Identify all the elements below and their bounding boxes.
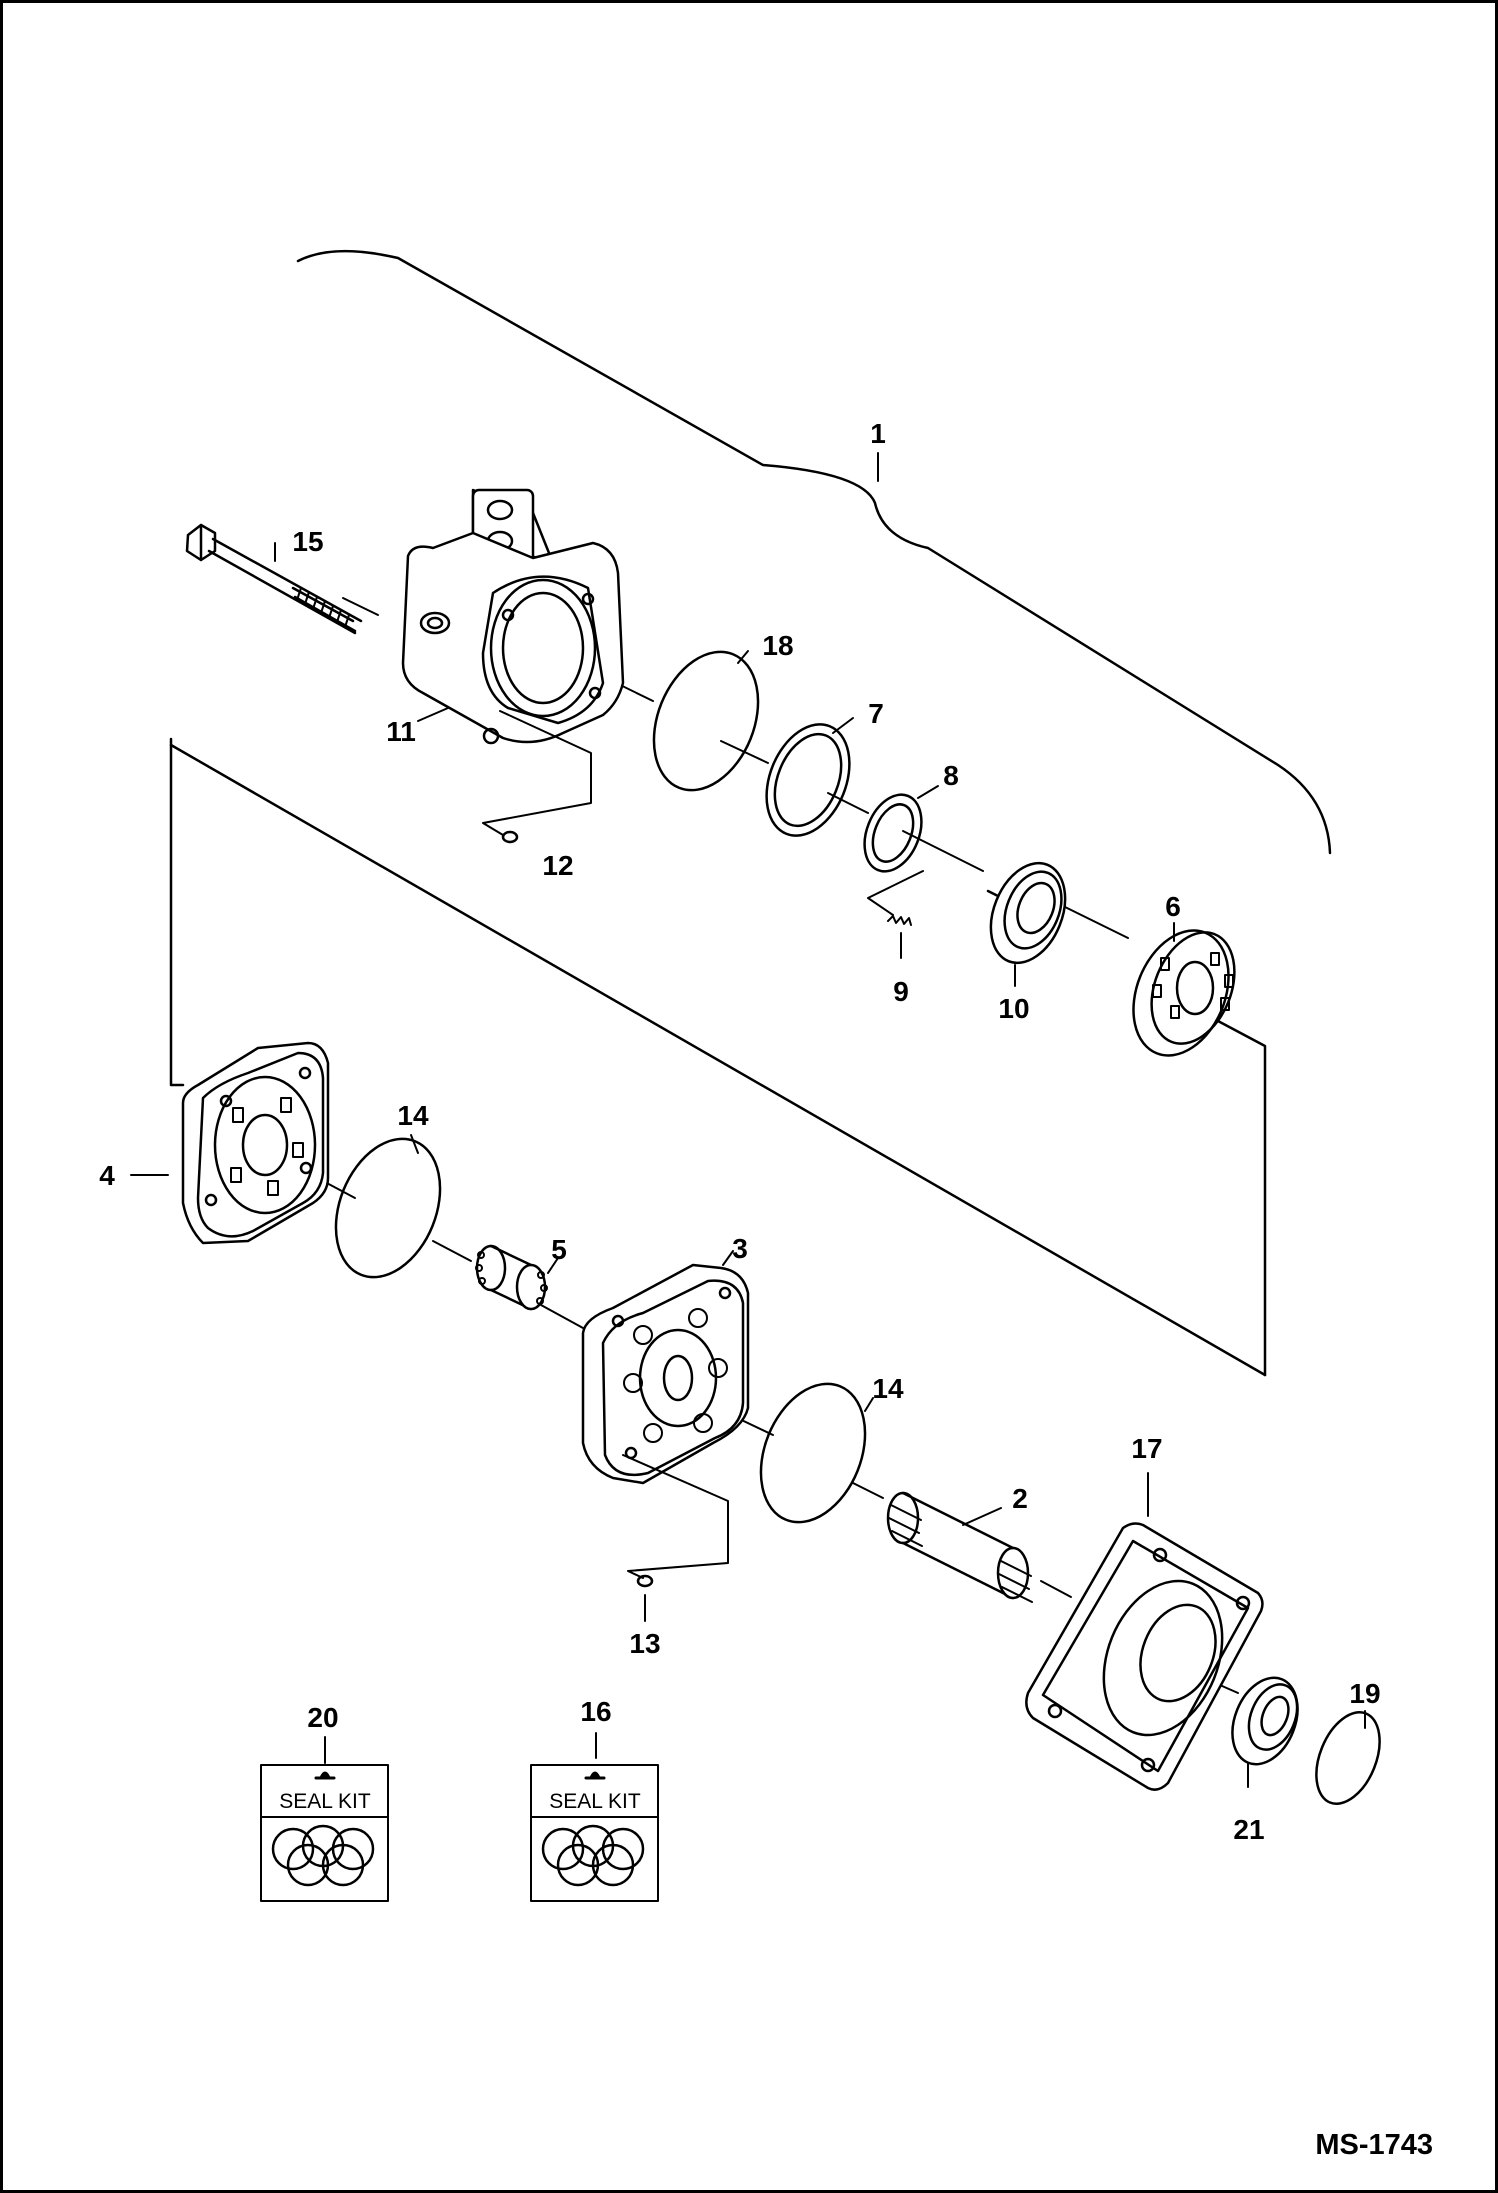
end-cap-part-4: [181, 1041, 330, 1245]
o-ring-part-12: [501, 830, 519, 844]
callout-3: 3: [732, 1233, 748, 1264]
seal-kit-label-16: SEAL KIT: [549, 1790, 641, 1813]
valve-part-6: [1132, 929, 1236, 1057]
drive-part-5: [475, 1244, 548, 1311]
leader-frame-diagonal: [169, 743, 1267, 1377]
leader-frame-right: [1216, 1019, 1267, 1377]
washer-part-7: [765, 723, 851, 837]
seal-kit-label-20: SEAL KIT: [279, 1790, 371, 1813]
housing-part-11: [401, 488, 625, 745]
washer-part-8: [863, 793, 923, 873]
callout-18: 18: [762, 630, 793, 661]
spring-part-9: [887, 915, 912, 926]
seal-kit-package-20: SEAL KIT: [260, 1764, 389, 1902]
callout-12: 12: [542, 850, 573, 881]
flange-part-17: [1025, 1522, 1264, 1791]
o-ring-part-14-lower: [759, 1382, 867, 1524]
callout-10: 10: [998, 993, 1029, 1024]
drive-shaft-part-2: [886, 1491, 1033, 1603]
seal-part-21: [1231, 1676, 1299, 1766]
callout-11: 11: [386, 716, 416, 747]
callout-4: 4: [99, 1160, 115, 1191]
leader-frame-left: [169, 737, 185, 1087]
callout-8: 8: [943, 760, 959, 791]
callout-17: 17: [1131, 1433, 1162, 1464]
callout-9: 9: [893, 976, 909, 1007]
callout-19: 19: [1349, 1678, 1380, 1709]
callout-16: 16: [580, 1696, 611, 1727]
leader-lines: [130, 452, 1366, 1788]
snap-ring-part-19: [1315, 1711, 1381, 1805]
o-ring-part-18: [652, 650, 760, 792]
callout-5: 5: [551, 1234, 567, 1265]
exploded-view-drawing: SEAL KIT SEAL KIT 1 2 3 4 5 6 7 8 9 10 1…: [99, 249, 1381, 1902]
bolt-part-15: [185, 523, 363, 635]
callout-20: 20: [307, 1702, 338, 1733]
drawing-number: MS-1743: [1315, 2129, 1433, 2161]
callout-1: 1: [870, 418, 886, 449]
o-ring-part-13: [636, 1574, 654, 1588]
gerotor-part-3: [581, 1263, 750, 1485]
callout-2: 2: [1012, 1483, 1028, 1514]
callout-15: 15: [292, 526, 323, 557]
callout-6: 6: [1165, 891, 1181, 922]
o-ring-part-14-upper: [334, 1137, 442, 1279]
callout-13: 13: [629, 1628, 660, 1659]
seal-kit-package-16: SEAL KIT: [530, 1764, 659, 1902]
assembly-bracket: [296, 249, 1332, 855]
callout-21: 21: [1233, 1814, 1264, 1845]
callout-14-upper: 14: [397, 1100, 429, 1131]
balance-plate-part-10: [986, 861, 1067, 965]
callout-14-lower: 14: [872, 1373, 904, 1404]
callout-7: 7: [868, 698, 884, 729]
